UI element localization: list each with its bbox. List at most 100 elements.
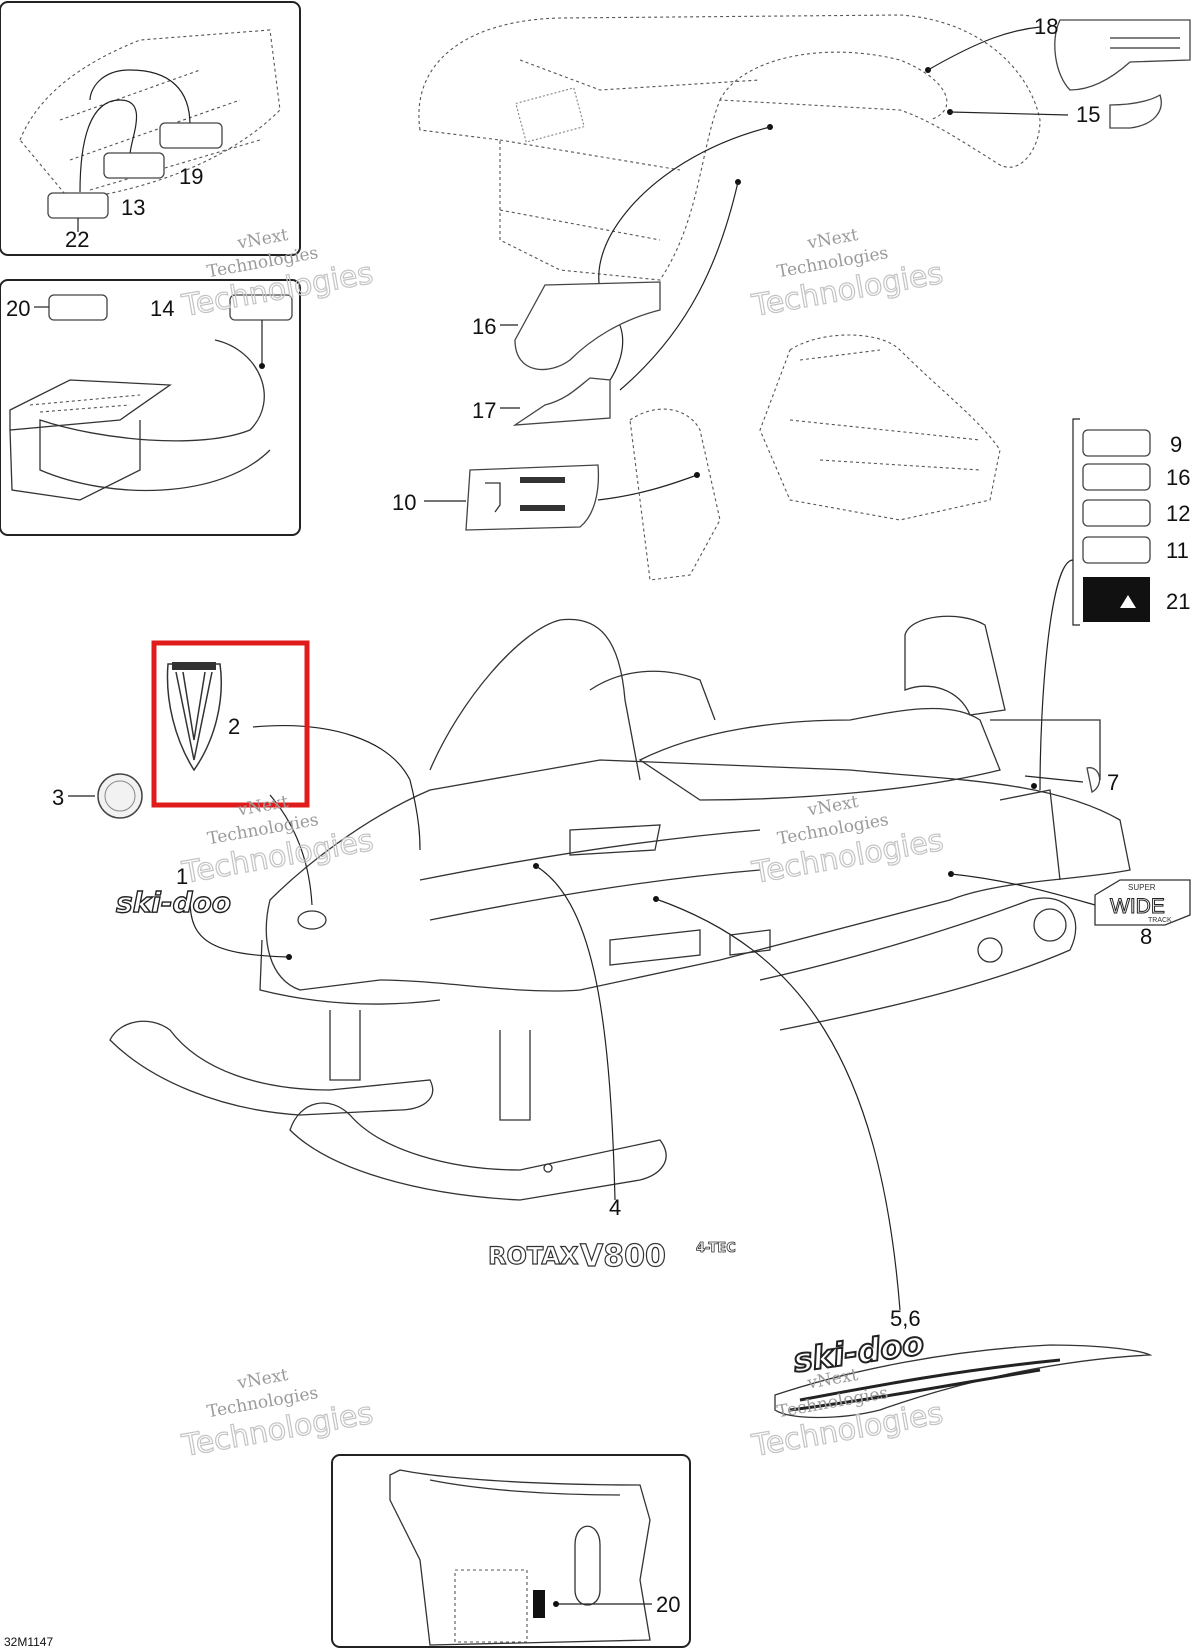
decal-7-wide: WIDE — [1110, 895, 1165, 918]
warning-icon — [1120, 595, 1136, 608]
decal-18-lines — [1110, 37, 1180, 49]
side-panel — [389, 1469, 651, 1646]
decal-20 — [48, 294, 108, 321]
callout-2: 2 — [228, 714, 240, 739]
left-ski — [109, 1020, 434, 1116]
hood-body — [265, 759, 1131, 992]
callout-16-stack: 16 — [1166, 465, 1190, 490]
decal-2-group: 2 — [151, 640, 310, 808]
callout-8: 9 — [1170, 432, 1182, 457]
ski-struts — [329, 1010, 531, 1121]
rack — [990, 719, 1101, 881]
console-outline — [759, 334, 1001, 521]
callout-7: 8 — [1140, 924, 1152, 949]
decal-7-super: SUPER — [1128, 883, 1156, 892]
callout-1: 1 — [176, 864, 188, 889]
inset-bottom: 20 — [331, 1454, 691, 1648]
hood-part-outline — [19, 29, 281, 201]
watermark-4: vNext Technologies Technologies — [749, 792, 947, 892]
windshield — [429, 618, 641, 781]
decal-9 — [1086, 767, 1101, 793]
callout-11: 11 — [1166, 538, 1189, 563]
decal-2-logo-band — [172, 662, 216, 670]
leader-13 — [79, 99, 138, 193]
watermark-3: vNext Technologies Technologies — [179, 792, 377, 892]
box-top — [9, 379, 172, 431]
front-nose — [259, 939, 441, 1005]
inset-frame — [0, 279, 301, 536]
callout-18: 18 — [1034, 14, 1058, 39]
inset-top-left: 19 13 22 — [0, 1, 301, 256]
callout-4: 4 — [609, 1195, 621, 1220]
decal-7 — [1094, 879, 1191, 926]
leader-1 — [189, 899, 290, 958]
callout-16: 16 — [472, 314, 496, 339]
inset-mid-left: 20 14 — [0, 279, 301, 536]
box-mesh — [29, 394, 141, 413]
leader-dot — [694, 472, 700, 478]
decal-16 — [514, 281, 661, 371]
leader-16-17 — [589, 126, 771, 401]
highlight-box[interactable] — [151, 640, 310, 808]
decal-21 — [1083, 577, 1150, 622]
track — [759, 897, 1077, 1031]
figure-id: 32M1147 — [4, 1635, 53, 1649]
decal-10 — [465, 464, 600, 531]
stack-leader — [1039, 559, 1074, 791]
leader-dot — [259, 363, 265, 369]
leader-15 — [949, 111, 1069, 116]
shifter-decal-group: 10 — [392, 408, 721, 581]
leader-19 — [89, 69, 191, 126]
side-vent — [569, 824, 661, 856]
leader-dot — [1031, 783, 1037, 789]
callout-13: 13 — [121, 195, 145, 220]
decal-13 — [103, 152, 165, 179]
hood-panel — [719, 51, 948, 121]
hood-outline — [418, 14, 1041, 281]
decal-8 — [1082, 429, 1151, 457]
leader-7 — [950, 873, 1096, 906]
console-part — [759, 334, 1001, 521]
decal-14 — [229, 294, 293, 321]
hood-part-hatch — [59, 69, 261, 191]
decal-16b — [1082, 463, 1151, 491]
track-wheel — [1033, 908, 1067, 942]
stack-bracket — [1072, 418, 1080, 626]
watermark-5: vNext Technologies Technologies — [178, 1365, 376, 1465]
leader-4 — [535, 865, 616, 1201]
backrest — [904, 615, 1006, 716]
callout-20-bottom: 20 — [656, 1592, 680, 1617]
door-panel — [629, 408, 721, 581]
rotax-model: V800 — [580, 1239, 666, 1274]
callout-3: 3 — [52, 785, 64, 810]
decal-11 — [1082, 536, 1151, 564]
rotax-decal-group: ROTAX V800 4-TEC — [487, 1238, 777, 1275]
inset-frame — [0, 1, 301, 256]
decal-2 — [166, 663, 223, 772]
callout-5-6: 5,6 — [890, 1306, 921, 1331]
decal-17 — [512, 377, 611, 426]
callout-19: 19 — [179, 164, 203, 189]
decal-7-track: TRACK — [1148, 917, 1172, 924]
panel-cutout — [574, 1525, 601, 1606]
leader-5-6 — [655, 898, 901, 1311]
right-ski — [289, 1102, 667, 1201]
panel-top-edge — [429, 1479, 621, 1496]
leader-10b — [597, 474, 698, 501]
watermark-2: vNext Technologies Technologies — [748, 225, 946, 325]
leader-17b — [619, 181, 739, 391]
rotax-brand: ROTAX — [488, 1242, 579, 1270]
decal-22 — [47, 192, 109, 219]
decal-20-bottom — [533, 1590, 545, 1618]
decal-1-skidoo: ski-doo — [116, 886, 231, 919]
track-wheel — [977, 937, 1003, 963]
decal-2-chevrons — [175, 671, 213, 761]
callout-15: 15 — [1076, 102, 1100, 127]
callout-20: 20 — [6, 296, 30, 321]
handlebar — [589, 670, 716, 721]
decal-7-group: SUPER WIDE TRACK 8 — [1094, 879, 1191, 949]
decal-3-group: 3 — [52, 773, 143, 819]
hood-details — [499, 59, 761, 241]
decal-18 — [1054, 19, 1191, 91]
decal-12 — [1082, 499, 1151, 527]
